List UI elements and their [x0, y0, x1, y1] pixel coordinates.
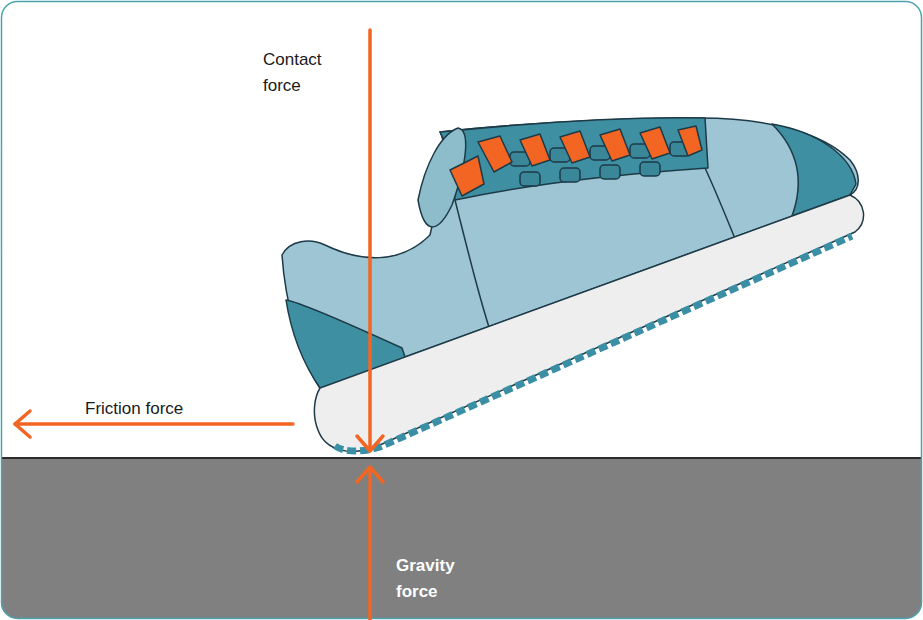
arrowhead [357, 467, 383, 482]
arrowhead [357, 436, 383, 451]
ground [2, 458, 922, 619]
force-arrows [15, 30, 383, 620]
shoe-sole [314, 195, 863, 451]
force-label: Gravity force [396, 553, 486, 604]
arrowhead [15, 411, 30, 437]
contact-force-arrow [368, 30, 372, 450]
force-label: Contact force [263, 47, 353, 98]
lace-panel [440, 118, 708, 200]
sole-tread [335, 236, 852, 451]
friction-force-arrow [15, 422, 293, 426]
ground-line [2, 457, 921, 459]
laces [450, 126, 702, 196]
force-label: Friction force [85, 396, 183, 422]
gravity-force-arrow [368, 468, 372, 620]
